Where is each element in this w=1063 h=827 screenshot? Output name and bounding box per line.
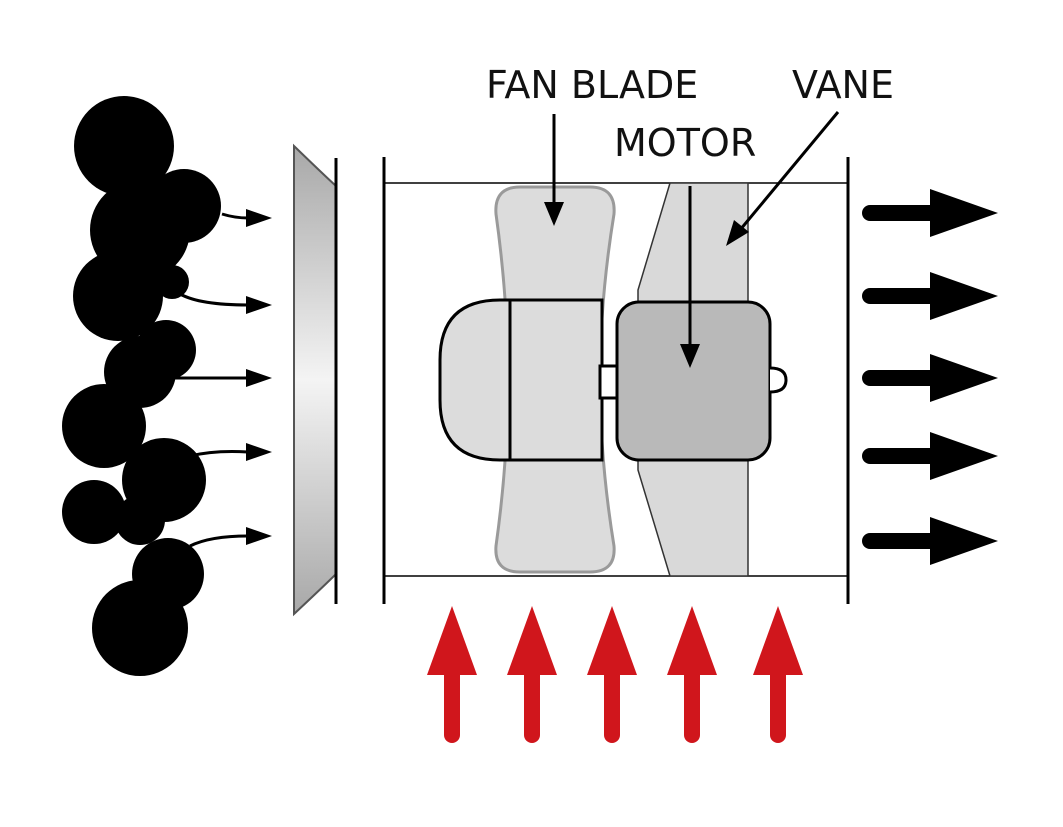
smoke-flow-arrows bbox=[175, 212, 249, 548]
smoke-cloud-icon bbox=[62, 96, 221, 676]
smoke-flow-arrowheads bbox=[246, 209, 272, 545]
label-pointers bbox=[544, 111, 840, 368]
motor-end-cap bbox=[769, 366, 788, 394]
fan-housing bbox=[382, 157, 850, 604]
inlet-bell-icon bbox=[293, 143, 338, 617]
arrow-right-icon bbox=[862, 189, 998, 565]
fan-hub bbox=[438, 298, 604, 462]
motor-label: MOTOR bbox=[614, 121, 756, 165]
vane-label: VANE bbox=[792, 63, 894, 107]
arrow-up-icon bbox=[427, 606, 803, 743]
motor-body bbox=[615, 300, 772, 462]
fan-blade-label: FAN BLADE bbox=[486, 63, 698, 107]
